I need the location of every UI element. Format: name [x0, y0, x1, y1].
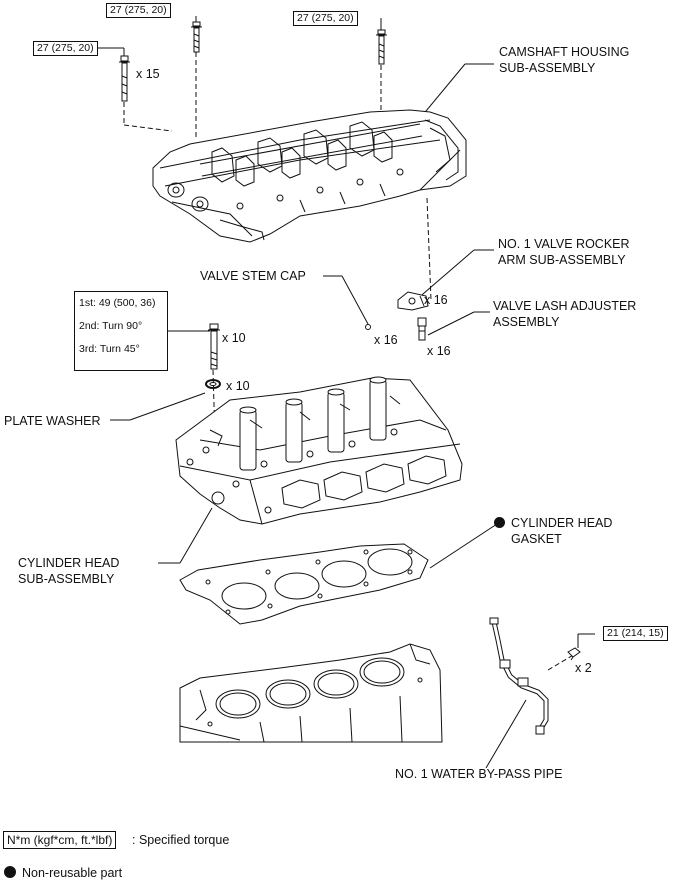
- water-bypass-pipe: [489, 617, 549, 735]
- qty-lash-adjuster: x 16: [427, 344, 451, 358]
- torque-box-top-center: 27 (275, 20): [106, 3, 171, 18]
- label-water-pipe: NO. 1 WATER BY-PASS PIPE: [395, 767, 563, 781]
- torque-step-2: 2nd: Turn 90°: [79, 320, 143, 332]
- torque-box-top-left: 27 (275, 20): [33, 41, 98, 56]
- plate-washer: [205, 379, 221, 389]
- torque-box-water-pipe: 21 (214, 15): [603, 626, 668, 641]
- cylinder-head: [175, 376, 463, 525]
- label-camshaft-housing: CAMSHAFT HOUSING SUB-ASSEMBLY: [499, 45, 630, 75]
- qty-stem-cap: x 16: [374, 333, 398, 347]
- torque-step-3: 3rd: Turn 45°: [79, 343, 140, 355]
- qty-pipe-bolts: x 2: [575, 661, 592, 675]
- leader-lines: [97, 16, 595, 769]
- torque-sequence-box: 1st: 49 (500, 36) 2nd: Turn 90° 3rd: Tur…: [74, 291, 168, 371]
- legend-nonreusable: Non-reusable part: [4, 865, 122, 881]
- bolt-camshaft-left: [119, 55, 130, 102]
- pipe-bolt: [567, 647, 581, 661]
- cylinder-block: [179, 643, 443, 743]
- nonreusable-dot-icon: [494, 517, 505, 528]
- label-cylinder-head: CYLINDER HEAD SUB-ASSEMBLY: [18, 556, 120, 586]
- lash-adjuster: [417, 317, 427, 341]
- label-head-gasket: CYLINDER HEAD GASKET: [494, 515, 612, 547]
- legend-torque-desc: : Specified torque: [132, 833, 230, 847]
- torque-step-1: 1st: 49 (500, 36): [79, 297, 156, 309]
- head-gasket: [179, 543, 429, 625]
- label-plate-washer: PLATE WASHER: [4, 414, 101, 428]
- bolt-top-center: [191, 21, 202, 53]
- legend-torque-box: N*m (kgf*cm, ft.*lbf): [3, 831, 117, 849]
- qty-camshaft-bolts: x 15: [136, 67, 160, 81]
- rocker-arm: [397, 291, 429, 311]
- valve-stem-cap: [365, 324, 371, 330]
- label-valve-stem-cap: VALVE STEM CAP: [200, 269, 306, 283]
- nonreusable-dot-icon: [4, 866, 16, 878]
- qty-head-bolts: x 10: [222, 331, 246, 345]
- bolt-top-right: [376, 29, 387, 65]
- cylinder-head-bolt: [208, 323, 220, 370]
- qty-rocker-arm: x 16: [424, 293, 448, 307]
- torque-box-top-right: 27 (275, 20): [293, 11, 358, 26]
- alignment-lines: [123, 52, 576, 671]
- qty-plate-washer: x 10: [226, 379, 250, 393]
- camshaft-housing: [152, 109, 467, 243]
- label-rocker-arm: NO. 1 VALVE ROCKER ARM SUB-ASSEMBLY: [498, 237, 630, 267]
- label-lash-adjuster: VALVE LASH ADJUSTER ASSEMBLY: [493, 299, 637, 329]
